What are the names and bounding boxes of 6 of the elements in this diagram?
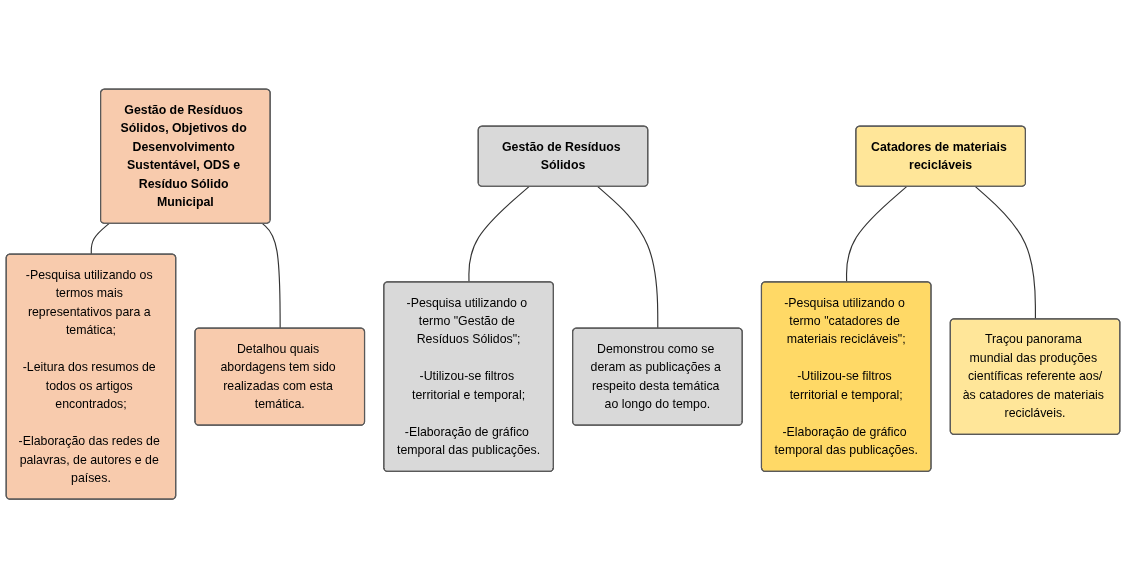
connector (974, 185, 1036, 320)
connector (90, 222, 110, 255)
connector (468, 185, 530, 283)
connector (597, 185, 659, 329)
connector (261, 222, 281, 329)
connector (845, 185, 908, 283)
